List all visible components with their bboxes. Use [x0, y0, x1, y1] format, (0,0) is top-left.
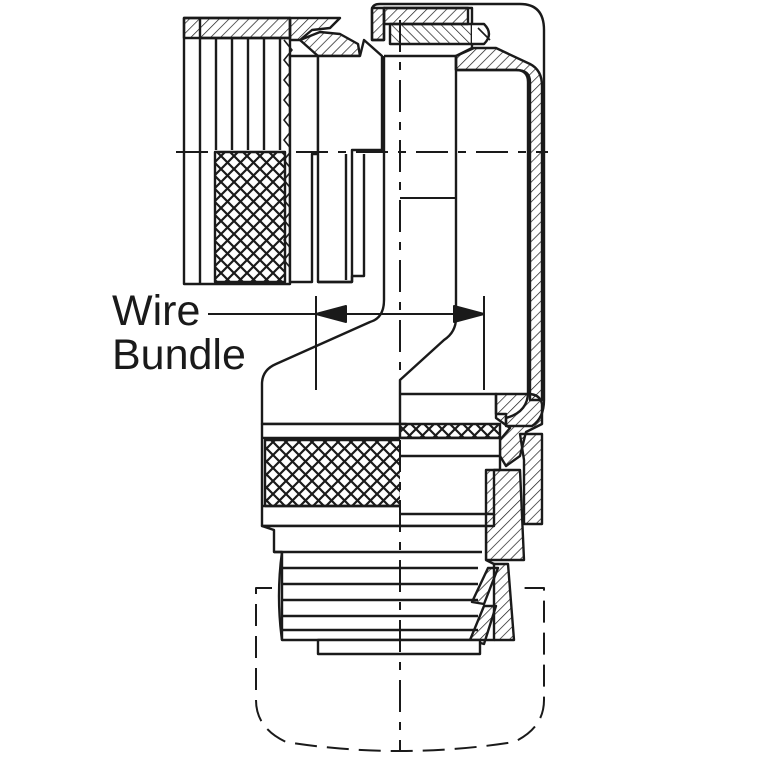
dimension-ticks	[315, 197, 485, 390]
threaded-adapter	[260, 524, 516, 656]
wire-label-line2: Bundle	[112, 331, 246, 379]
insert-body	[288, 38, 384, 284]
cable-envelope	[255, 587, 545, 752]
coupling-nut	[182, 16, 362, 286]
wire-bundle-dimension	[208, 305, 485, 323]
knurl-band-lower	[263, 438, 403, 508]
knurl-band-upper	[213, 150, 287, 284]
set-screw	[388, 22, 474, 46]
elbow-housing	[260, 2, 546, 468]
centerlines	[176, 20, 548, 750]
lower-coupling-ring	[260, 422, 544, 562]
wire-label-line1: Wire	[112, 287, 201, 335]
